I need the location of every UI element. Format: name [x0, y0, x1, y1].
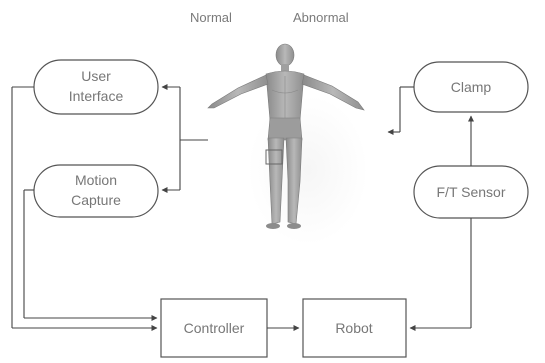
clamp-node: Clamp — [414, 62, 528, 112]
user-interface-line2: Interface — [69, 88, 124, 104]
user-interface-line1: User — [81, 68, 111, 84]
ft-sensor-to-robot-connector — [410, 218, 471, 328]
ft-sensor-label: F/T Sensor — [437, 184, 506, 200]
user-interface-node: User Interface — [34, 60, 158, 114]
robot-label: Robot — [335, 320, 372, 336]
figure-to-left-connector — [162, 87, 208, 190]
controller-label: Controller — [184, 320, 245, 336]
human-figure-image — [208, 44, 368, 245]
clamp-label: Clamp — [451, 79, 492, 95]
motion-capture-node: Motion Capture — [34, 165, 158, 217]
clamp-to-figure-connector — [388, 87, 414, 132]
motion-capture-line1: Motion — [75, 172, 117, 188]
normal-label: Normal — [190, 10, 232, 25]
controller-node: Controller — [161, 299, 267, 357]
ft-sensor-node: F/T Sensor — [414, 166, 528, 218]
abnormal-label: Abnormal — [293, 10, 349, 25]
motion-capture-line2: Capture — [71, 192, 121, 208]
robot-node: Robot — [303, 299, 406, 357]
